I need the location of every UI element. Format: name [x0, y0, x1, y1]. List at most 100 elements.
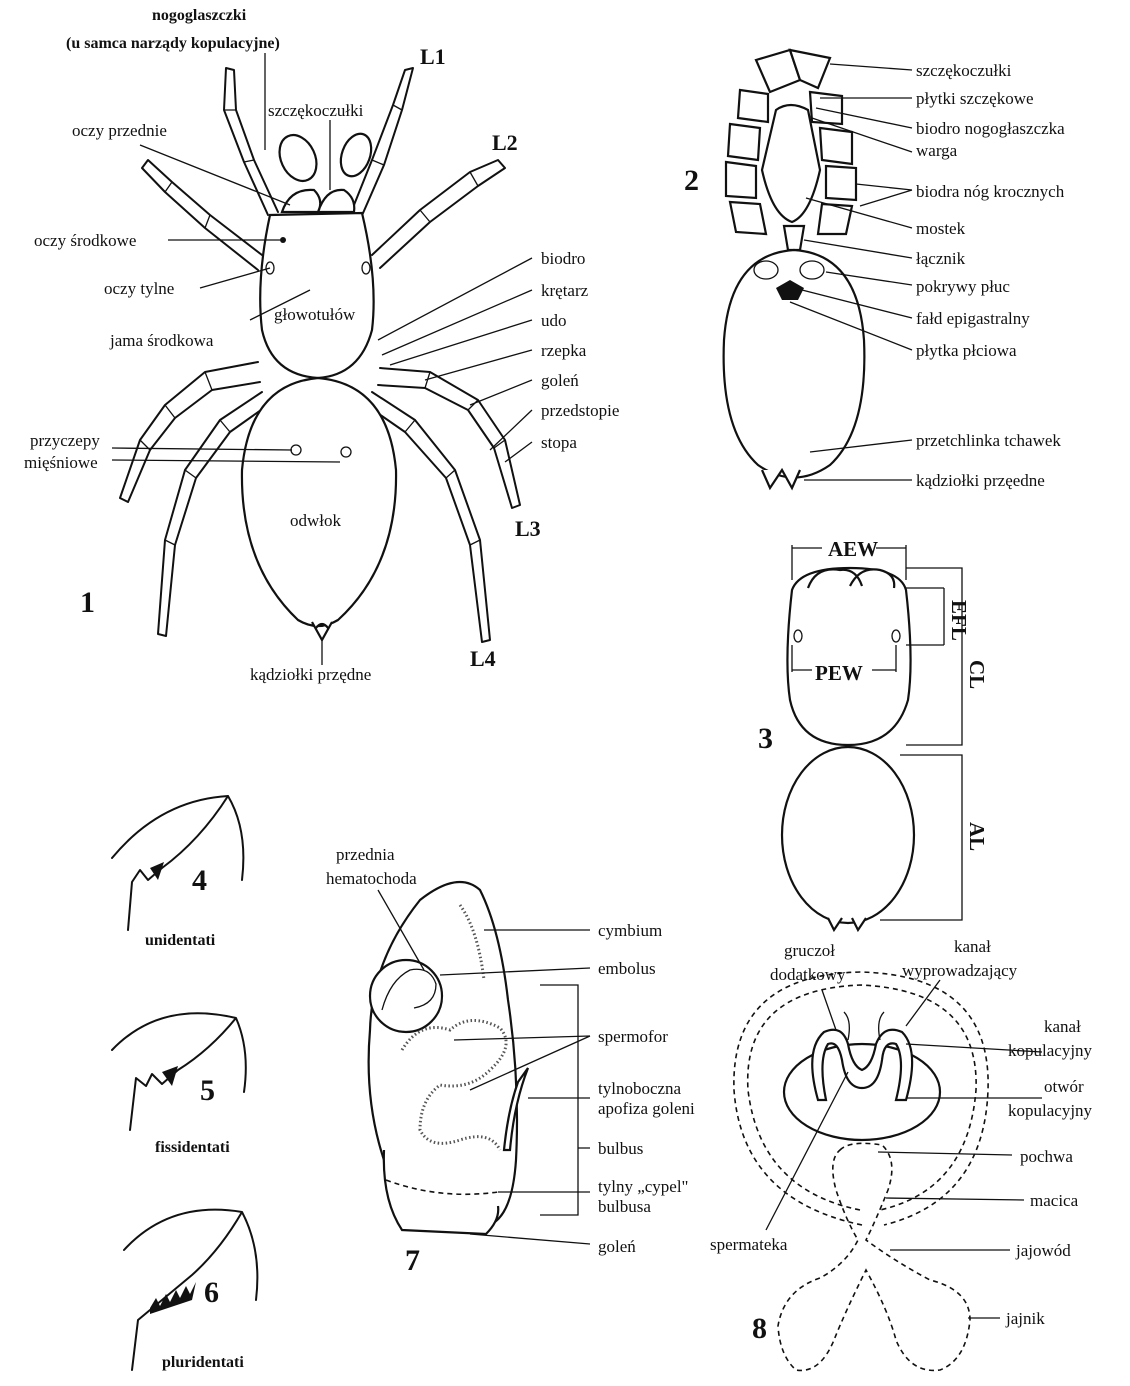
cephalothorax-outline — [787, 568, 910, 745]
label2-mostek: mostek — [916, 219, 966, 238]
leg-label-l4: L4 — [470, 646, 496, 671]
label8-kopulacyjny-2: kopulacyjny — [1008, 1101, 1093, 1120]
label2-biodra-nog: biodra nóg krocznych — [916, 182, 1065, 201]
label8-dodatkowy: dodatkowy — [770, 965, 846, 984]
label2-lacznik: łącznik — [916, 249, 966, 268]
label2-plytka-plciowa: płytka płciowa — [916, 341, 1017, 360]
epigyne-plate-8 — [784, 1044, 940, 1140]
figure-4-claw: 4 unidentati — [112, 796, 243, 949]
figure-number-3: 3 — [758, 722, 773, 755]
label-kadziolki-przedne: kądziołki przędne — [250, 665, 371, 684]
hematodocha — [370, 960, 442, 1032]
abdomen — [242, 378, 396, 626]
label8-kanal-1: kanał — [954, 937, 991, 956]
spinnerets-drawing — [312, 622, 332, 640]
label2-kadziolki: kądziołki przęedne — [916, 471, 1045, 490]
chelicerae-outline — [808, 569, 894, 588]
label-nogoglaszczki: nogoglaszczki — [152, 7, 247, 24]
label2-fald-epigastralny: fałd epigastralny — [916, 309, 1030, 328]
figure-7-palp: przednia hematochoda cymbium embolus spe… — [326, 845, 695, 1277]
label8-otwor: otwór — [1044, 1077, 1084, 1096]
label-stopa: stopa — [541, 433, 577, 452]
label-przyczepy: przyczepy — [30, 431, 100, 450]
label-oczy-srodkowe: oczy środkowe — [34, 231, 136, 250]
abdomen-outline — [782, 747, 914, 923]
caption-fissidentati: fissidentati — [155, 1139, 230, 1156]
label-odwlok: odwłok — [290, 511, 342, 530]
figure-number-1: 1 — [80, 586, 95, 619]
label2-plytki-szczekowe: płytki szczękowe — [916, 89, 1034, 108]
figure-number-2: 2 — [684, 164, 699, 197]
label7-tylnoboczna: tylnoboczna — [598, 1079, 682, 1098]
caption-unidentati: unidentati — [145, 932, 216, 949]
label2-warga: warga — [916, 141, 958, 160]
label8-spermateka: spermateka — [710, 1235, 788, 1254]
figure-number-7: 7 — [405, 1244, 420, 1277]
label8-pochwa: pochwa — [1020, 1147, 1073, 1166]
label8-kanal-2: kanał — [1044, 1017, 1081, 1036]
label8-macica: macica — [1030, 1191, 1079, 1210]
caption-pluridentati: pluridentati — [162, 1354, 244, 1371]
figure-number-5: 5 — [200, 1074, 215, 1107]
figure-6-claw: 6 pluridentati — [124, 1210, 257, 1371]
label8-jajowod: jajowód — [1015, 1241, 1071, 1260]
figure-number-4: 4 — [192, 864, 207, 897]
dim-efl: EFL — [947, 600, 971, 641]
label7-cymbium: cymbium — [598, 921, 662, 940]
figure-3-measurements: AEW PEW EFL CL AL 3 — [758, 537, 989, 930]
label-glowotulow: głowotułów — [274, 305, 356, 324]
pedipalp-right — [335, 130, 376, 181]
leg-label-l2: L2 — [492, 130, 518, 155]
label2-biodro-nogoglaszczka: biodro nogogłaszczka — [916, 119, 1065, 138]
label-oczy-przednie: oczy przednie — [72, 121, 167, 140]
figure-8-leaders — [766, 980, 1042, 1318]
label7-embolus: embolus — [598, 959, 656, 978]
dim-cl: CL — [965, 660, 989, 689]
median-eyes-mark — [280, 237, 286, 243]
label-miesniowe: mięśniowe — [24, 453, 98, 472]
label8-gruczol: gruczoł — [784, 941, 835, 960]
label-oczy-tylne: oczy tylne — [104, 279, 174, 298]
label8-kopulacyjny-1: kopulacyjny — [1008, 1041, 1093, 1060]
leg-label-l1: L1 — [420, 44, 446, 69]
label-szczekoczulki: szczękoczułki — [268, 101, 364, 120]
label-biodro: biodro — [541, 249, 585, 268]
chelicerae — [282, 190, 354, 212]
dim-al: AL — [965, 822, 989, 851]
label7-apofiza-goleni: apofiza goleni — [598, 1099, 695, 1118]
pedicel — [784, 226, 804, 250]
label-narzady-kopulacyjne: (u samca narządy kopulacyjne) — [66, 35, 280, 52]
figure-8-labels: gruczoł dodatkowy kanał wyprowadzający k… — [710, 937, 1093, 1345]
label-rzepka: rzepka — [541, 341, 587, 360]
dim-aew: AEW — [828, 537, 878, 561]
label8-wyprowadzajacy: wyprowadzający — [902, 961, 1018, 980]
pedipalp-left — [272, 129, 323, 187]
figure-1-dorsal-view: nogoglaszczki (u samca narządy kopulacyj… — [24, 7, 619, 684]
figure-8-reproductive-system: gruczoł dodatkowy kanał wyprowadzający k… — [710, 937, 1093, 1370]
figure-number-6: 6 — [204, 1276, 219, 1309]
label7-spermofor: spermofor — [598, 1027, 668, 1046]
label2-przetchlinka: przetchlinka tchawek — [916, 431, 1061, 450]
label-udo: udo — [541, 311, 567, 330]
label7-tylny-cypel: tylny „cypel" — [598, 1177, 689, 1196]
cephalothorax — [260, 213, 373, 378]
label-przedstopie: przedstopie — [541, 401, 619, 420]
label7-bulbusa: bulbusa — [598, 1197, 651, 1216]
leg-label-l3: L3 — [515, 516, 541, 541]
label-golen: goleń — [541, 371, 579, 390]
figure-number-8: 8 — [752, 1312, 767, 1345]
label2-szczekoczulki: szczękoczułki — [916, 61, 1012, 80]
label2-pokrywy-pluc: pokrywy płuc — [916, 277, 1010, 296]
label8-jajnik: jajnik — [1005, 1309, 1045, 1328]
sternum — [762, 105, 820, 222]
label-jama-srodkowa: jama środkowa — [109, 331, 214, 350]
label7-hematochoda: hematochoda — [326, 869, 417, 888]
label7-przednia: przednia — [336, 845, 395, 864]
figure-2-ventral-view: szczękoczułki płytki szczękowe biodro no… — [684, 50, 1065, 490]
label7-golen: goleń — [598, 1237, 636, 1256]
label-kretarz: krętarz — [541, 281, 589, 300]
ovaries-oviducts — [778, 1143, 970, 1370]
dim-pew: PEW — [815, 661, 863, 685]
spinnerets-ventral — [762, 470, 800, 488]
